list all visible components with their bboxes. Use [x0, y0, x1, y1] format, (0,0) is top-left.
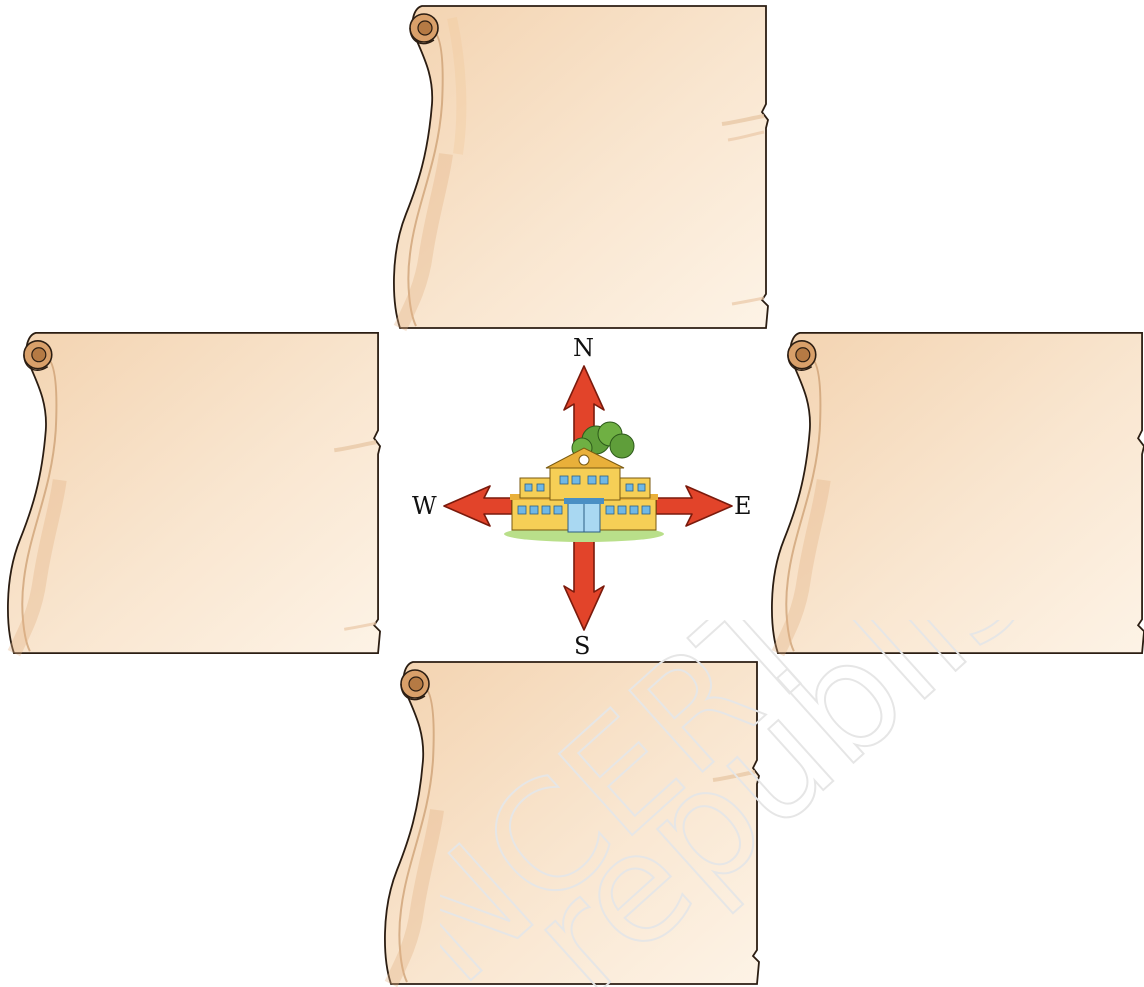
- scroll-east: [770, 330, 1144, 656]
- east-label: E: [734, 494, 752, 518]
- scroll-west: [6, 330, 390, 656]
- west-label: W: [412, 494, 437, 518]
- compass-arrows: [400, 330, 780, 660]
- parchment-scroll-icon: [380, 660, 772, 986]
- scroll-north: [392, 4, 778, 330]
- parchment-scroll-icon: [770, 330, 1144, 656]
- south-arrow-icon: [564, 536, 604, 630]
- parchment-scroll-icon: [392, 4, 778, 330]
- south-label: S: [574, 634, 590, 658]
- school-building-icon: [504, 422, 664, 542]
- scroll-south: [380, 660, 772, 986]
- east-arrow-icon: [656, 486, 732, 526]
- parchment-scroll-icon: [6, 330, 390, 656]
- west-arrow-icon: [444, 486, 512, 526]
- north-label: N: [573, 336, 594, 360]
- compass-diagram: N S W E: [400, 330, 780, 660]
